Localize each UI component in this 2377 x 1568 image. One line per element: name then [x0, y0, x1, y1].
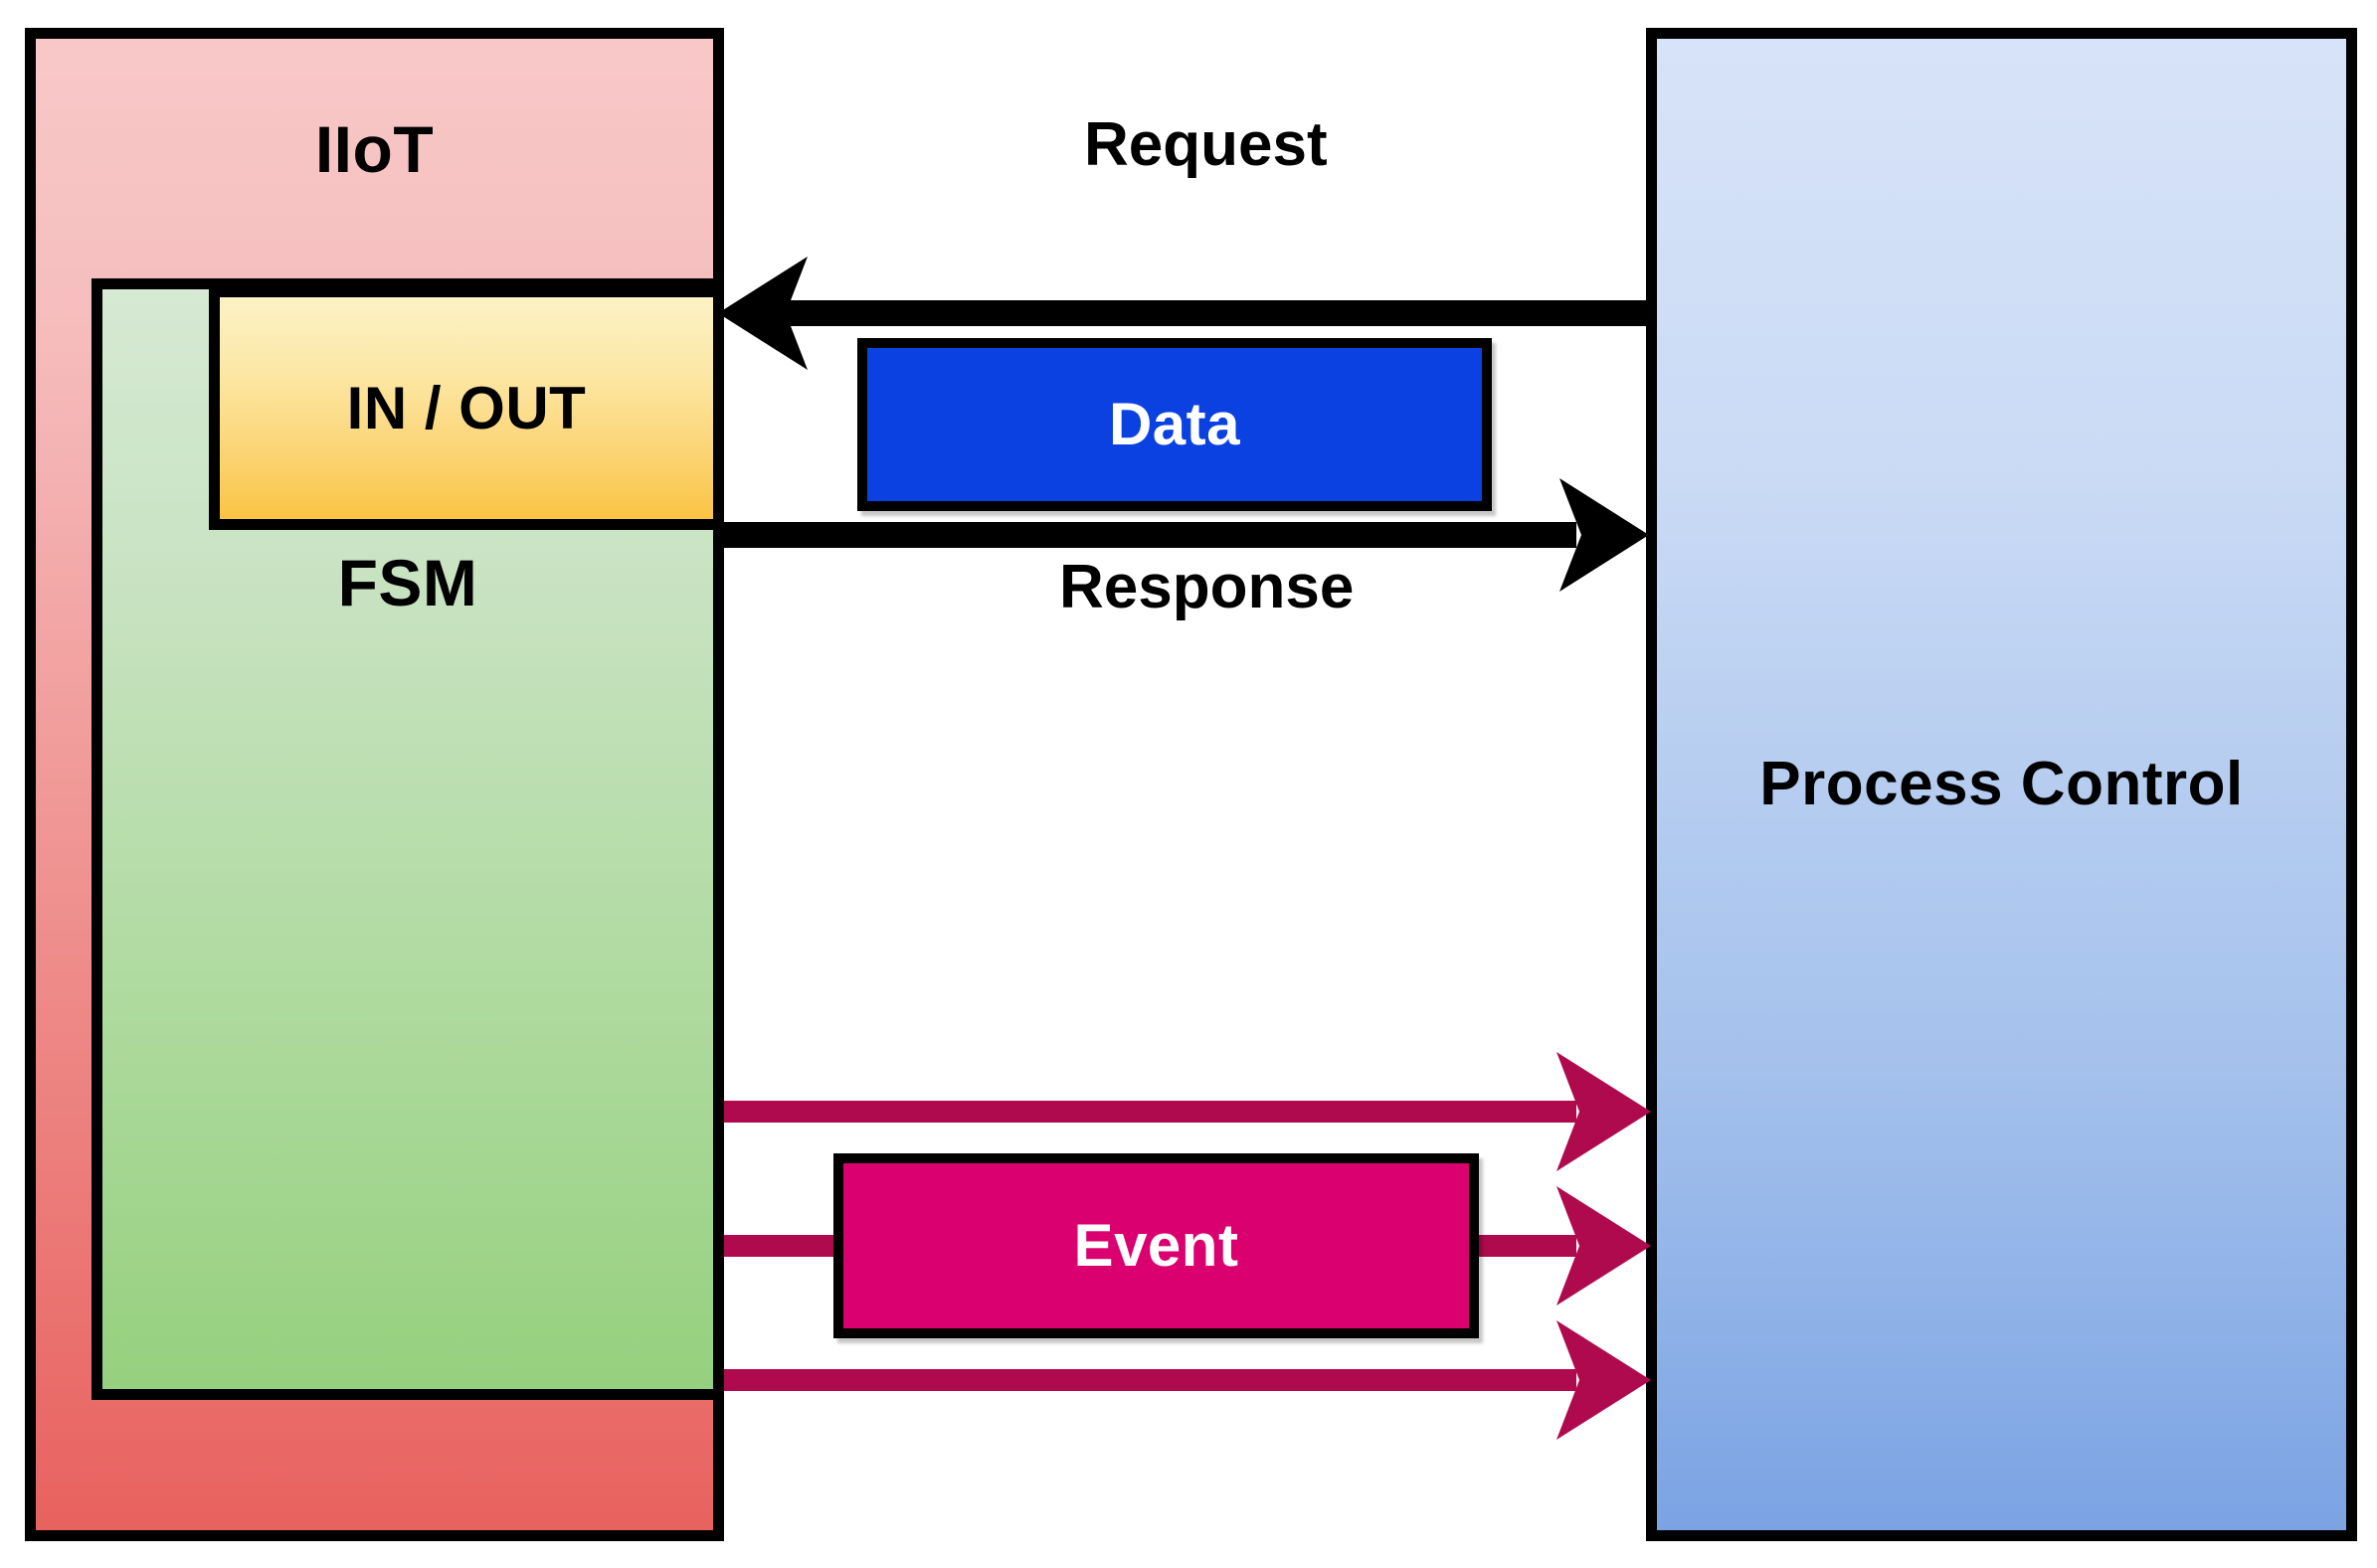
response-connector-label: Response [1059, 553, 1355, 621]
data-block-label: Data [1108, 391, 1241, 457]
event-middle-arrowhead-icon [1556, 1186, 1651, 1306]
iiot-block-label: IIoT [314, 112, 435, 186]
data-block[interactable]: Data [857, 338, 1492, 511]
event-connector-bottom [724, 1320, 1651, 1440]
request-connector-label: Request [1084, 110, 1328, 179]
response-arrowhead-icon [1559, 478, 1649, 592]
event-block-label: Event [1073, 1212, 1239, 1279]
fsm-block-label: FSM [337, 546, 478, 619]
in-out-block[interactable]: IN / OUT [209, 286, 724, 530]
event-block[interactable]: Event [833, 1153, 1479, 1338]
process-control-block[interactable]: Process Control [1646, 28, 2357, 1541]
event-bottom-arrowhead-icon [1556, 1320, 1651, 1440]
in-out-block-label: IN / OUT [346, 374, 587, 441]
process-control-block-label: Process Control [1759, 750, 2244, 818]
event-top-arrowhead-icon [1556, 1052, 1651, 1171]
request-arrowhead-icon [718, 257, 808, 370]
